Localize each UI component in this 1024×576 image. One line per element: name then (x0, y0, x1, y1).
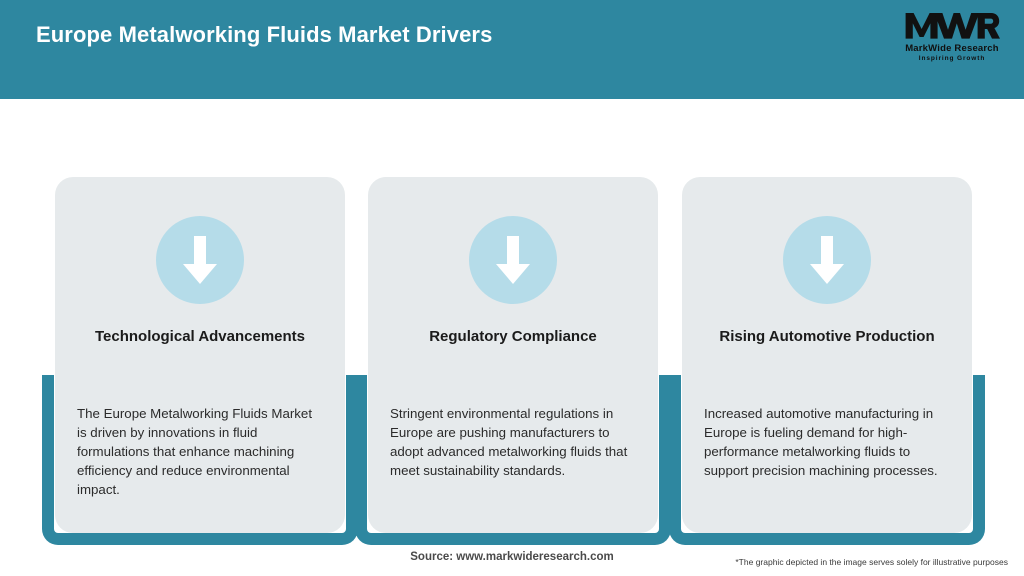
arrow-down-icon (783, 216, 871, 304)
card-accent-frame (669, 375, 985, 545)
card-panel: Regulatory Compliance Stringent environm… (368, 177, 658, 533)
brand-logo: MarkWide Research Inspiring Growth (896, 8, 1008, 70)
disclaimer-label: *The graphic depicted in the image serve… (735, 557, 1008, 567)
driver-card-3: Rising Automotive Production Increased a… (669, 99, 985, 546)
driver-card-1: Technological Advancements The Europe Me… (42, 99, 358, 546)
card-title: Technological Advancements (94, 328, 306, 345)
card-body-text: Stringent environmental regulations in E… (390, 406, 628, 478)
logo-company-name: MarkWide Research (905, 43, 999, 54)
card-body-text: Increased automotive manufacturing in Eu… (704, 406, 938, 478)
drivers-card-row: Technological Advancements The Europe Me… (0, 99, 1024, 546)
mwr-logo-icon (905, 13, 1000, 39)
card-panel: Technological Advancements The Europe Me… (55, 177, 345, 533)
source-label: Source: www.markwideresearch.com (410, 551, 614, 563)
card-body-text: The Europe Metalworking Fluids Market is… (77, 406, 313, 497)
logo-tagline: Inspiring Growth (918, 55, 986, 62)
header-band: Europe Metalworking Fluids Market Driver… (0, 0, 1024, 99)
arrow-down-icon (469, 216, 557, 304)
arrow-down-glyph (810, 236, 844, 284)
driver-card-2: Regulatory Compliance Stringent environm… (355, 99, 671, 546)
card-title: Rising Automotive Production (719, 328, 935, 345)
card-panel: Rising Automotive Production Increased a… (682, 177, 972, 533)
card-accent-frame (355, 375, 671, 545)
card-title: Regulatory Compliance (429, 328, 597, 345)
arrow-down-glyph (496, 236, 530, 284)
arrow-down-glyph (183, 236, 217, 284)
arrow-down-icon (156, 216, 244, 304)
page-title: Europe Metalworking Fluids Market Driver… (36, 22, 493, 47)
